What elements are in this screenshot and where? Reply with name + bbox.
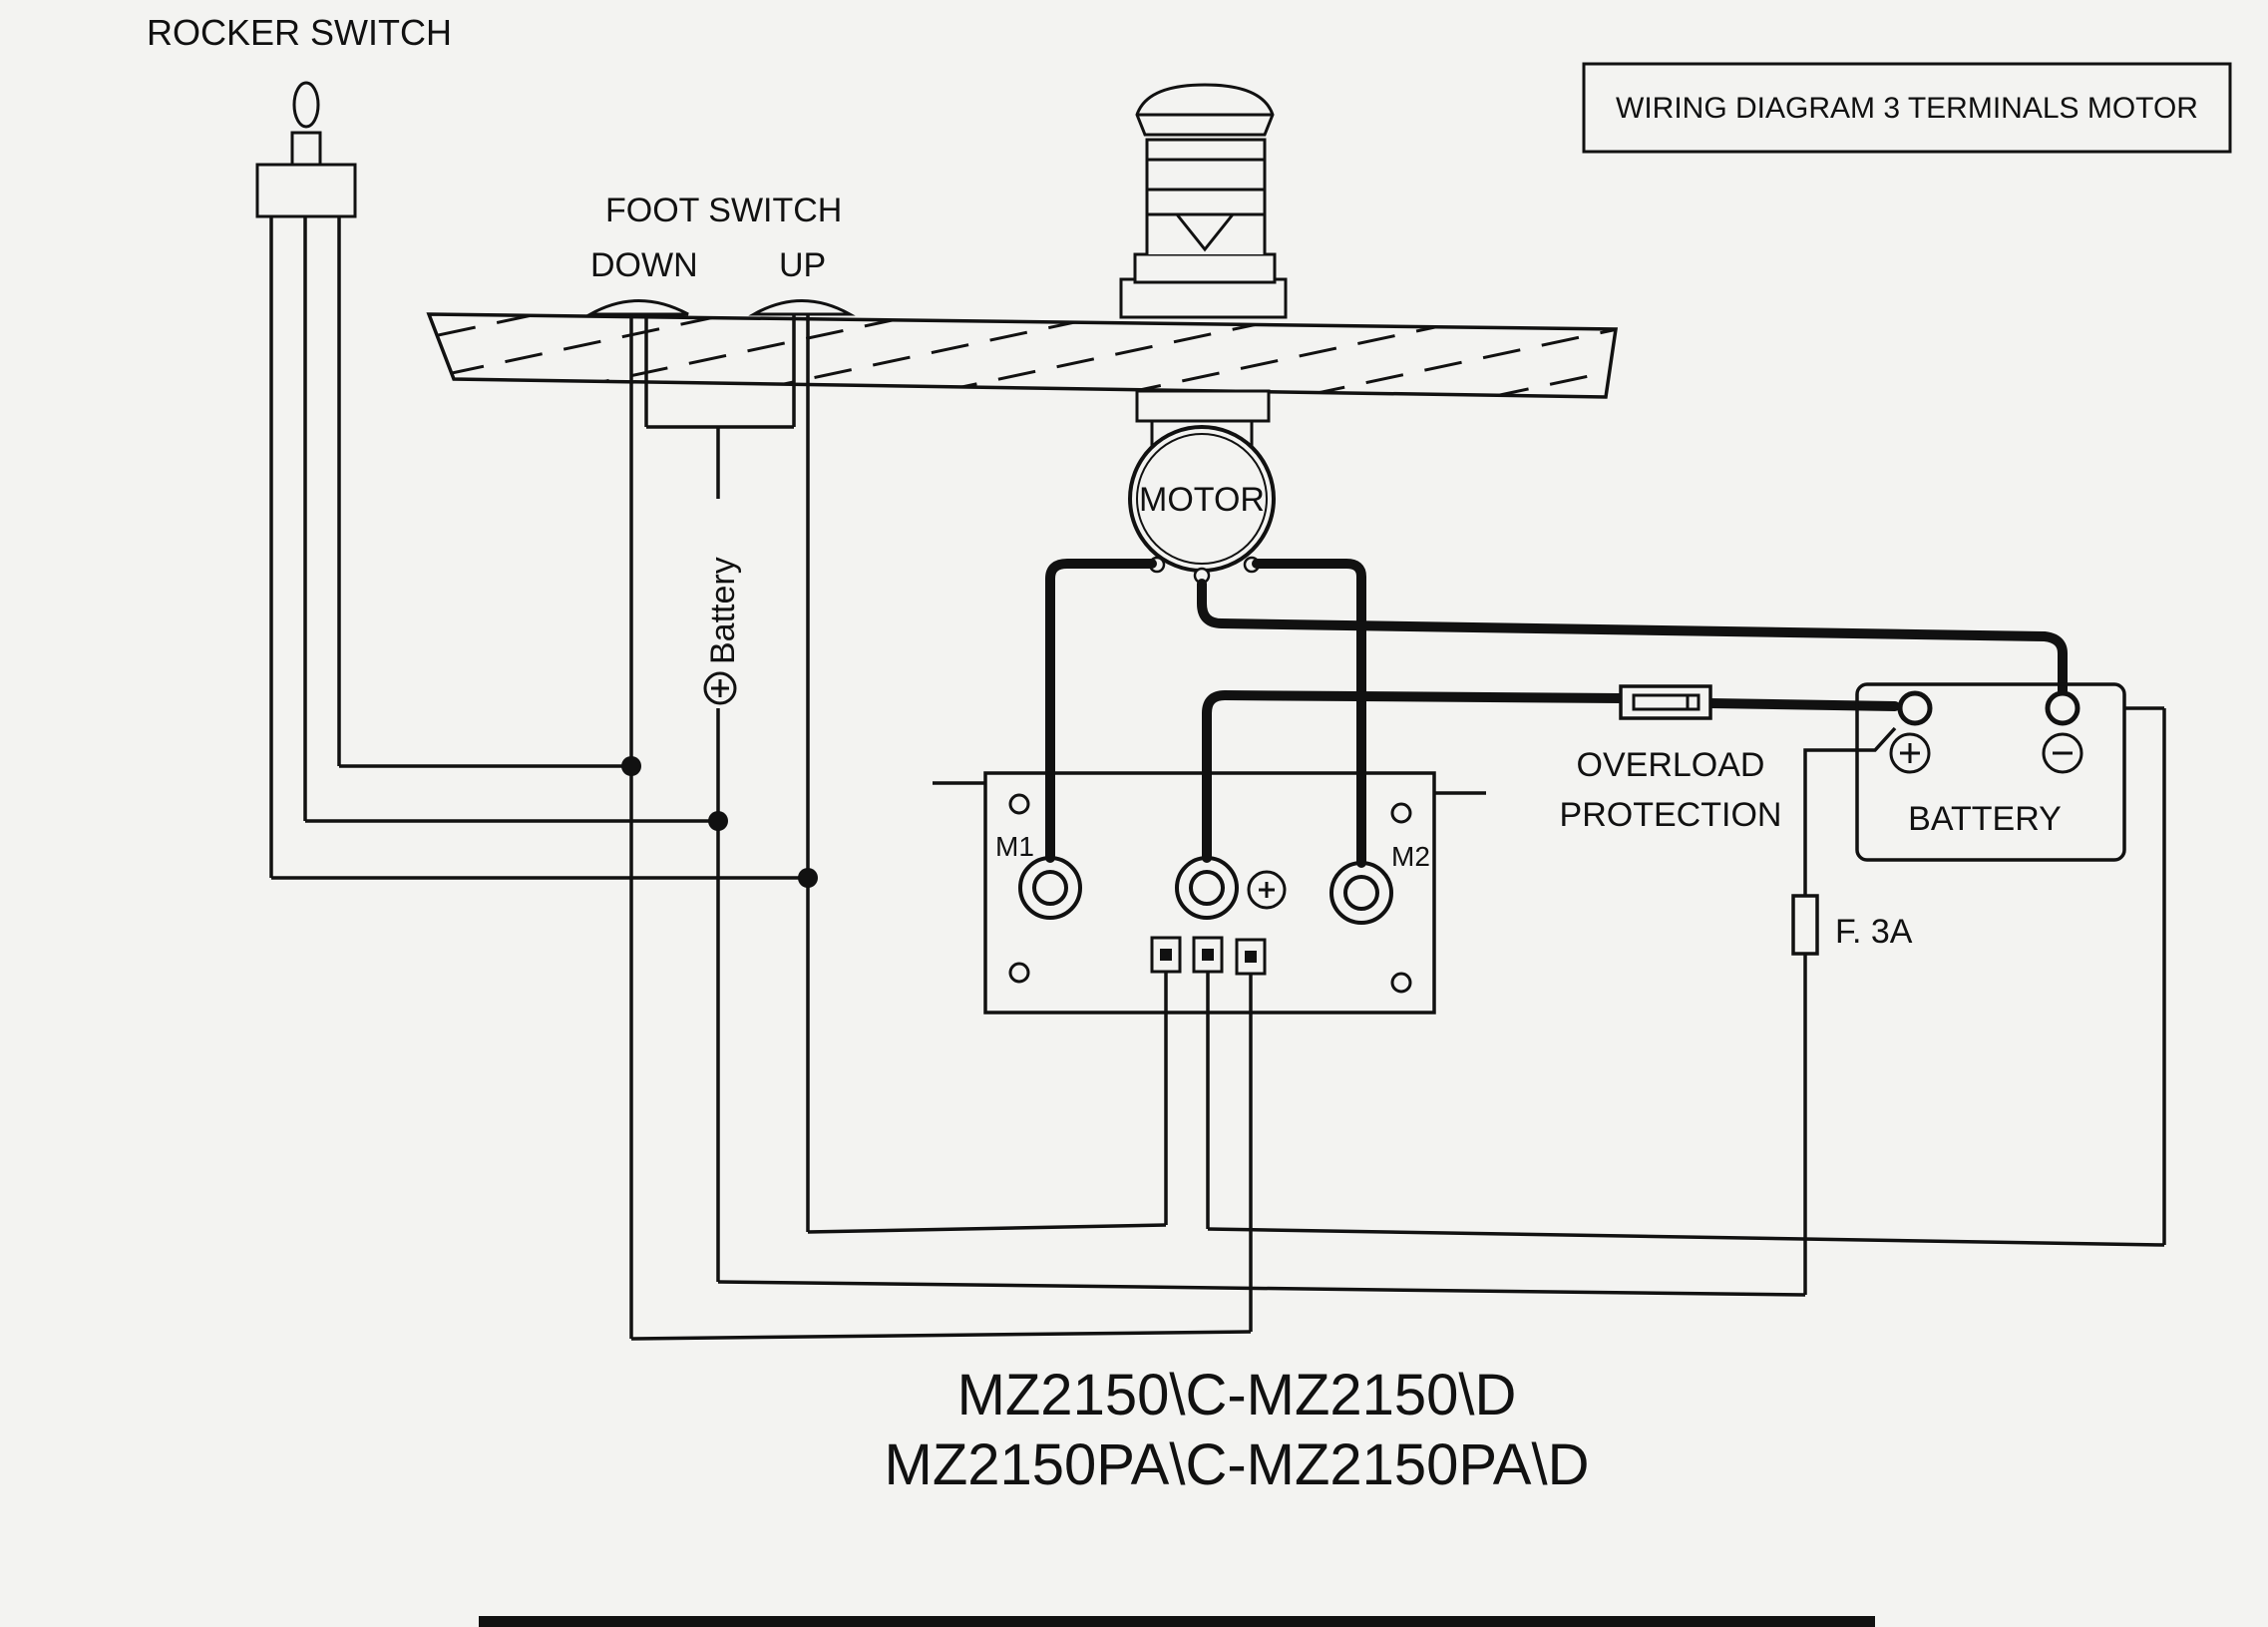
control-terminals — [1150, 936, 1267, 976]
windlass — [1119, 83, 1288, 451]
down-label: DOWN — [590, 246, 698, 284]
foot-switch-wires — [629, 314, 810, 1339]
foot-switch-label: FOOT SWITCH — [605, 192, 842, 229]
overload-protection: OVERLOAD PROTECTION — [1560, 684, 1782, 834]
page-edge — [479, 1616, 1875, 1627]
motor-cables — [1045, 559, 2068, 868]
rocker-wires — [271, 756, 818, 888]
terminal-m1 — [1018, 856, 1082, 920]
model-numbers: MZ2150\C-MZ2150\D MZ2150PA\C-MZ2150PA\D — [885, 1363, 1590, 1497]
diagram-title: WIRING DIAGRAM 3 TERMINALS MOTOR — [1616, 92, 2198, 125]
deck — [426, 312, 1619, 399]
control-wires — [630, 972, 2165, 1341]
title-box: WIRING DIAGRAM 3 TERMINALS MOTOR — [1582, 62, 2232, 154]
m2-label: M2 — [1391, 841, 1430, 872]
up-label: UP — [779, 246, 826, 284]
junction-dot — [708, 811, 728, 831]
protection-label: PROTECTION — [1560, 796, 1782, 834]
battery-lead-text: Battery — [704, 557, 742, 664]
motor-label: MOTOR — [1139, 481, 1265, 519]
junction-dot — [798, 868, 818, 888]
battery-label: BATTERY — [1908, 800, 2062, 838]
rocker-switch: ROCKER SWITCH — [147, 12, 452, 878]
overload-label: OVERLOAD — [1577, 746, 1765, 784]
fuse-and-returns: F. 3A — [1791, 706, 2166, 1295]
junction-dot — [621, 756, 641, 776]
rocker-switch-label: ROCKER SWITCH — [147, 12, 452, 53]
battery-lead-label: Battery — [703, 557, 742, 705]
model-line-1: MZ2150\C-MZ2150\D — [957, 1363, 1517, 1427]
m1-label: M1 — [995, 831, 1034, 862]
terminal-m2 — [1329, 861, 1393, 925]
foot-switch: FOOT SWITCH DOWN UP — [584, 192, 856, 316]
fuse-label: F. 3A — [1835, 913, 1913, 951]
model-line-2: MZ2150PA\C-MZ2150PA\D — [885, 1432, 1590, 1497]
motor: MOTOR — [1128, 425, 1276, 585]
battery: BATTERY — [1855, 682, 2126, 862]
